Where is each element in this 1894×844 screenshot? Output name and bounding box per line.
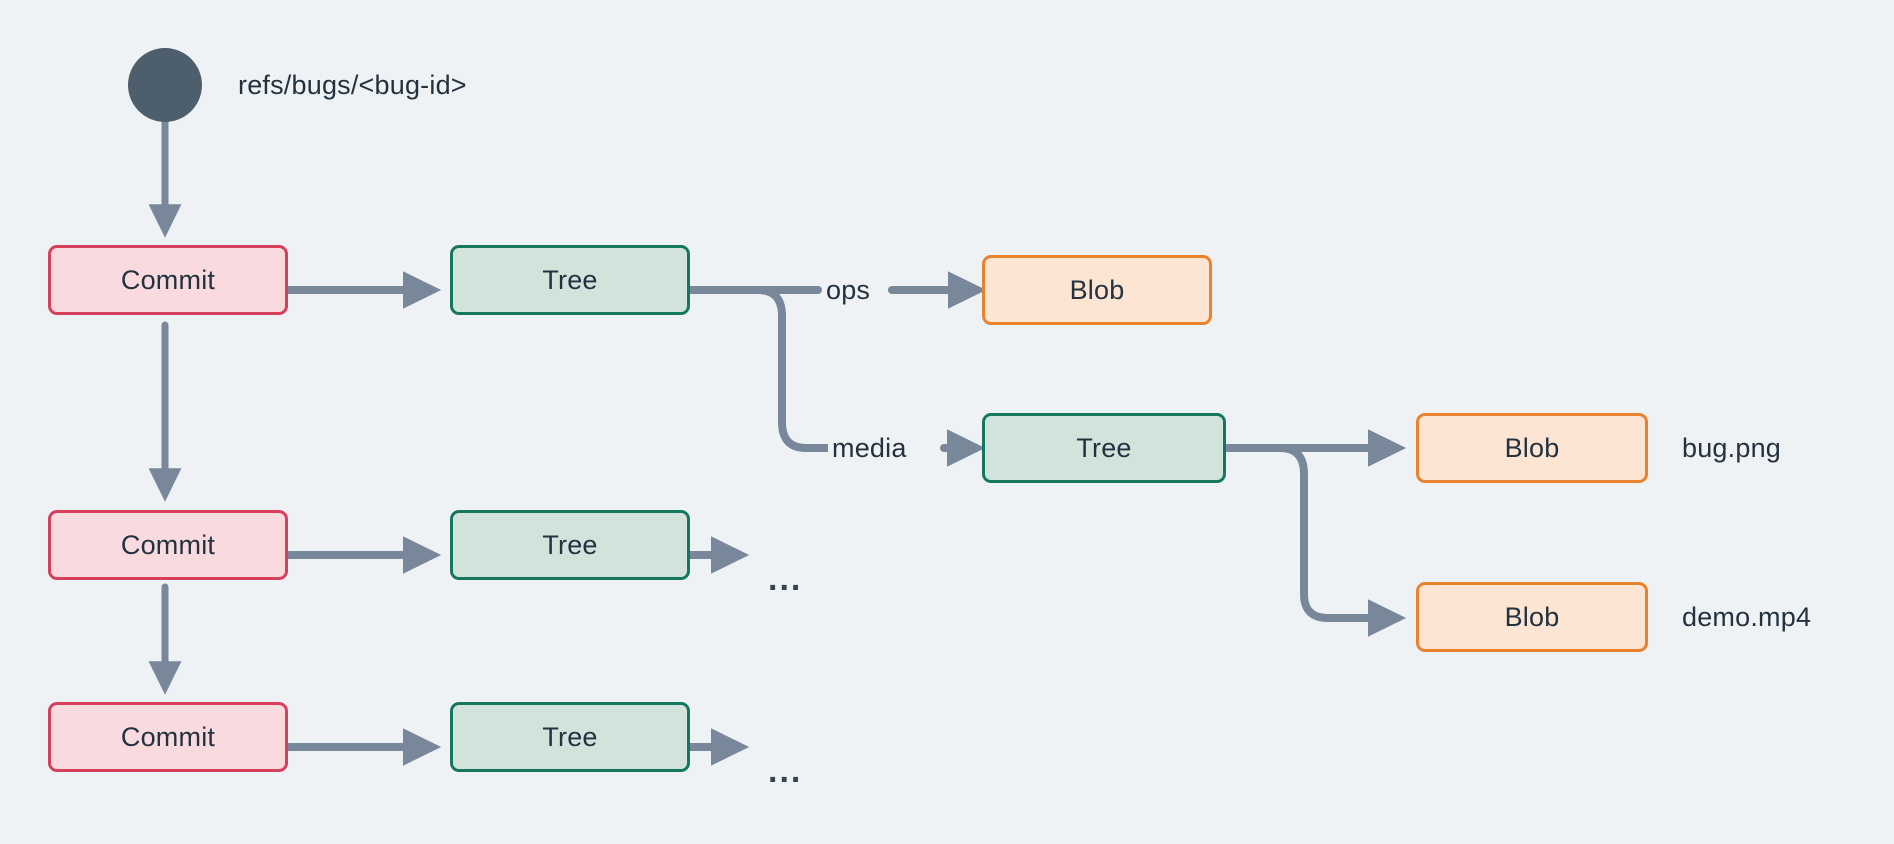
node-tree-media[interactable]: Tree <box>982 413 1226 483</box>
node-label: Tree <box>542 529 598 560</box>
node-tree-1[interactable]: Tree <box>450 245 690 315</box>
node-commit-3[interactable]: Commit <box>48 702 288 772</box>
edge-label-media: media <box>828 433 911 464</box>
node-blob-demo-mp4[interactable]: Blob <box>1416 582 1648 652</box>
file-label-bug-png: bug.png <box>1682 433 1781 463</box>
node-tree-2[interactable]: Tree <box>450 510 690 580</box>
ref-dot[interactable] <box>128 48 202 122</box>
node-label: Tree <box>542 264 598 295</box>
ref-label: refs/bugs/<bug-id> <box>238 70 467 100</box>
node-label: Commit <box>120 264 216 295</box>
ellipsis-row-2: ... <box>768 560 803 598</box>
edge-label-ops: ops <box>822 275 875 306</box>
node-commit-1[interactable]: Commit <box>48 245 288 315</box>
node-tree-3[interactable]: Tree <box>450 702 690 772</box>
node-label: Blob <box>1069 274 1125 305</box>
node-label: Commit <box>120 721 216 752</box>
node-label: Blob <box>1504 601 1560 632</box>
edge-tree1-branch-media <box>686 286 832 452</box>
node-blob-bug-png[interactable]: Blob <box>1416 413 1648 483</box>
edge-treemedia-to-blob-mp4 <box>1222 444 1407 637</box>
node-label: Tree <box>1076 432 1132 463</box>
node-label: Commit <box>120 529 216 560</box>
file-label-demo-mp4: demo.mp4 <box>1682 602 1812 632</box>
node-label: Blob <box>1504 432 1560 463</box>
node-blob-ops[interactable]: Blob <box>982 255 1212 325</box>
ellipsis-row-3: ... <box>768 752 803 790</box>
node-label: Tree <box>542 721 598 752</box>
node-commit-2[interactable]: Commit <box>48 510 288 580</box>
